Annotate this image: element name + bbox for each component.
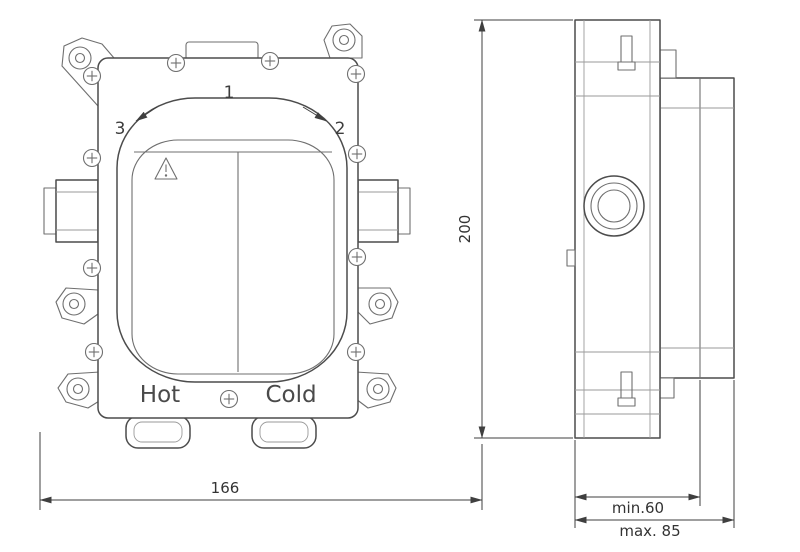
side-view-details [566,20,660,438]
hot-connector [125,415,191,449]
right-side-fitting [357,179,411,243]
mounting-plate [97,57,359,419]
left-side-fitting [43,179,99,243]
step-label-1: 1 [224,83,235,103]
dimension-depth-min: min.60 [574,380,701,528]
height-dimension-label: 200 [456,215,474,244]
side-inlet-port [583,175,645,237]
front-view: 1 3 2 Hot Cold [43,23,411,449]
cold-connector [251,415,317,449]
cold-port-label: Cold [265,382,316,408]
dimension-width: 166 [39,432,483,510]
hot-surface-warning-icon [154,157,178,180]
step-label-2: 2 [335,119,346,139]
hot-port-label: Hot [140,382,180,408]
depth-max-dimension-label: max. 85 [619,522,680,540]
housing-block [659,77,735,379]
step-arrow-left [135,106,158,122]
valve-body [116,97,348,383]
dimension-height: 200 [456,19,573,439]
width-dimension-label: 166 [211,479,240,497]
depth-min-dimension-label: min.60 [612,499,664,517]
step-label-3: 3 [115,119,126,139]
step-arrow-right [302,106,327,122]
dimension-depth-max: max. 85 [574,380,735,540]
sequence-markers: 1 3 2 [115,83,346,139]
side-view [566,19,735,439]
